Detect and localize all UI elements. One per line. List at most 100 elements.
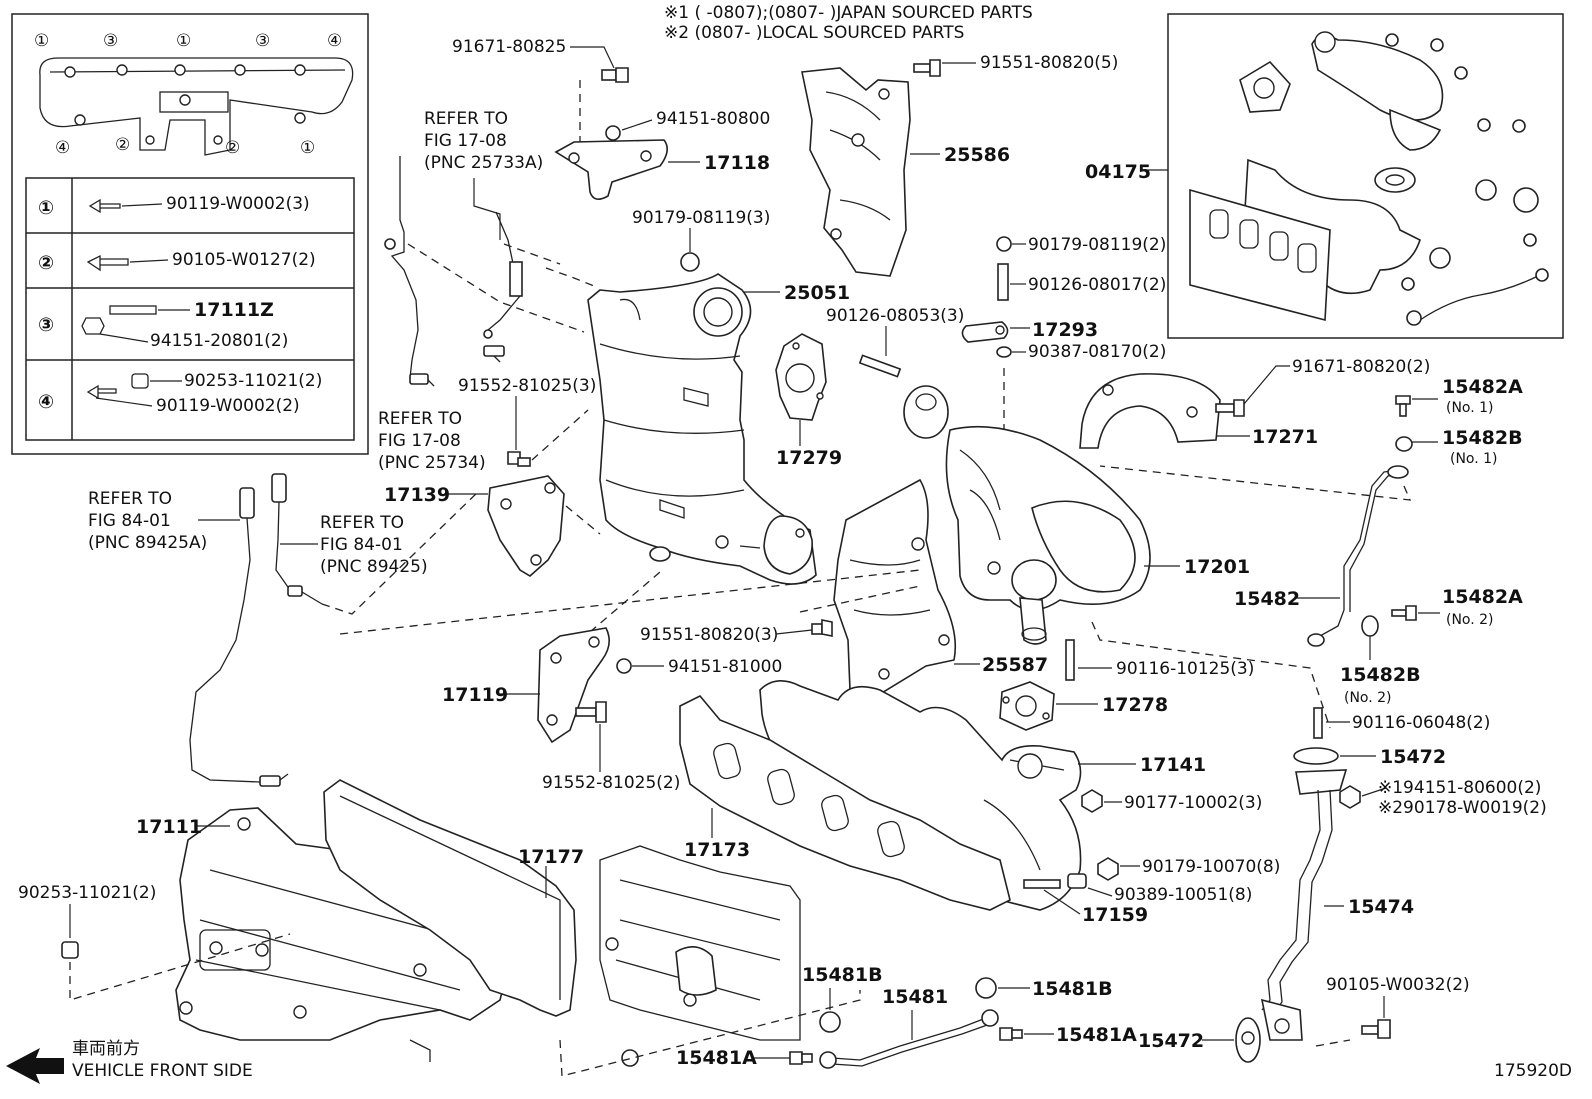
stud-90116-06048 bbox=[1313, 707, 1323, 739]
part-label-90177-10002-3: 90177-10002(3) bbox=[1124, 793, 1262, 813]
oxygen-sensor-25734 bbox=[384, 156, 435, 387]
bolt-90105-W0032 bbox=[1361, 1019, 1391, 1039]
part-label-94151-80800: 94151-80800 bbox=[656, 109, 770, 129]
legend-bottom-marker: ① bbox=[300, 138, 315, 158]
refer-89425-line3: (PNC 89425) bbox=[320, 557, 428, 577]
part-label-15482b: 15482B bbox=[1442, 427, 1523, 449]
part-label-91671-80820-2: 91671-80820(2) bbox=[1292, 357, 1430, 377]
part-label-94151-81000: 94151-81000 bbox=[668, 657, 782, 677]
legend-bottom-marker: ② bbox=[115, 135, 130, 155]
gasket-kit-inset bbox=[1167, 13, 1564, 339]
nut-94151-81000 bbox=[616, 658, 632, 674]
part-label-91671-80825: 91671-80825 bbox=[452, 37, 566, 57]
part-label-15482b-no2: (No. 2) bbox=[1344, 690, 1392, 706]
nut-90179-10070 bbox=[1097, 857, 1119, 881]
part-label-25051: 25051 bbox=[784, 282, 850, 304]
engine-head-sketch bbox=[599, 845, 801, 1067]
refer-25734-line2: FIG 17-08 bbox=[378, 431, 461, 451]
part-label-17177: 17177 bbox=[518, 846, 584, 868]
legend-top-marker: ① bbox=[176, 31, 191, 51]
oil-pipe-15481 bbox=[819, 1009, 999, 1069]
collar-90253-11021 bbox=[61, 941, 79, 959]
legend-part-number: 90105-W0127(2) bbox=[172, 250, 316, 270]
bolt-15482a-no1 bbox=[1395, 395, 1411, 417]
part-label-17173: 17173 bbox=[684, 839, 750, 861]
part-label-15472-2: 15472 bbox=[1138, 1030, 1204, 1052]
part-label-25587: 25587 bbox=[982, 654, 1048, 676]
part-label-90116-06048-2: 90116-06048(2) bbox=[1352, 713, 1490, 733]
part-label-17111: 17111 bbox=[136, 816, 202, 838]
part-label-17278: 17278 bbox=[1102, 694, 1168, 716]
part-label-15474: 15474 bbox=[1348, 896, 1414, 918]
exhaust-temp-sensor-89425a bbox=[189, 487, 289, 787]
bolt-91551-80820-3 bbox=[811, 619, 833, 637]
part-label-15482a: 15482A bbox=[1442, 376, 1523, 398]
legend-top-marker: ④ bbox=[327, 31, 342, 51]
part-label-17159: 17159 bbox=[1082, 904, 1148, 926]
legend-top-marker: ① bbox=[34, 31, 49, 51]
legend-top-marker: ③ bbox=[103, 31, 118, 51]
washer-90387-08170 bbox=[996, 346, 1012, 358]
vehicle-front-label-jp: 車両前方 bbox=[72, 1039, 140, 1059]
heat-insulator-17271 bbox=[1079, 373, 1221, 449]
part-label-15481B: 15481B bbox=[802, 964, 883, 986]
refer-89425a-line1: REFER TO bbox=[88, 489, 172, 509]
refer-89425a-line2: FIG 84-01 bbox=[88, 511, 171, 531]
refer-25733a-line1: REFER TO bbox=[424, 109, 508, 129]
converter-25051 bbox=[587, 273, 817, 585]
stud-90126-08017 bbox=[997, 263, 1009, 301]
intake-gasket-17177 bbox=[323, 779, 577, 1017]
collar-90389-10051 bbox=[1067, 873, 1087, 889]
legend-row-key: ④ bbox=[38, 391, 54, 413]
oxygen-sensor-25733a bbox=[483, 211, 523, 363]
refer-89425a-line3: (PNC 89425A) bbox=[88, 533, 207, 553]
part-label-17201: 17201 bbox=[1184, 556, 1250, 578]
bolt-legend-panel: ① ③ ① ③ ④ ④ ② ② ① ① 90119-W0002(3) ② 901… bbox=[11, 13, 369, 455]
part-label-90105-W0032-2: 90105-W0032(2) bbox=[1326, 975, 1470, 995]
gasket-15481b-left bbox=[819, 1011, 841, 1033]
stud-90126-08053 bbox=[858, 354, 902, 378]
bolt-15481a-right bbox=[999, 1027, 1023, 1041]
part-label-90389-10051-8: 90389-10051(8) bbox=[1114, 885, 1252, 905]
part-label-25586: 25586 bbox=[944, 144, 1010, 166]
bolt-91552-81025-2 bbox=[575, 701, 607, 723]
part-label-15482b-2: 15482B bbox=[1340, 664, 1421, 686]
refer-89425-line2: FIG 84-01 bbox=[320, 535, 403, 555]
bolt-91671-80820 bbox=[1215, 399, 1245, 417]
refer-25734-line3: (PNC 25734) bbox=[378, 453, 486, 473]
refer-89425-line1: REFER TO bbox=[320, 513, 404, 533]
part-label-91552-81025-3: 91552-81025(3) bbox=[458, 376, 596, 396]
gasket-15472-upper bbox=[1293, 747, 1339, 765]
heat-insulator-25586 bbox=[801, 67, 911, 277]
part-label-15482a-no2: (No. 2) bbox=[1446, 612, 1494, 628]
part-label-04175: 04175 bbox=[1085, 161, 1151, 183]
part-label-90126-08017-2: 90126-08017(2) bbox=[1028, 275, 1166, 295]
figure-id: 175920D bbox=[1494, 1061, 1572, 1081]
bracket-17118 bbox=[554, 139, 668, 200]
stud-17159 bbox=[1023, 879, 1061, 889]
legend-row-key: ② bbox=[38, 252, 54, 274]
bolt-91671-80825 bbox=[601, 67, 629, 83]
part-label-90179-10070-8: 90179-10070(8) bbox=[1142, 857, 1280, 877]
vehicle-front-label-en: VEHICLE FRONT SIDE bbox=[72, 1061, 253, 1081]
refer-25734-line1: REFER TO bbox=[378, 409, 462, 429]
part-label-94151-80600-2: ※194151-80600(2) bbox=[1378, 778, 1541, 798]
legend-bottom-marker: ② bbox=[225, 138, 240, 158]
part-label-17279: 17279 bbox=[776, 447, 842, 469]
part-label-17119: 17119 bbox=[442, 684, 508, 706]
note-japan-sourced: ※1 ( -0807);(0807- )JAPAN SOURCED PARTS bbox=[664, 3, 1033, 23]
part-label-17293: 17293 bbox=[1032, 319, 1098, 341]
nut-94151-80600 bbox=[1339, 785, 1361, 809]
part-label-15482a-2: 15482A bbox=[1442, 586, 1523, 608]
part-label-15481A: 15481A bbox=[1056, 1024, 1137, 1046]
part-label-90178-W0019-2: ※290178-W0019(2) bbox=[1378, 798, 1547, 818]
legend-part-number: 90253-11021(2) bbox=[184, 371, 322, 391]
nut-94151-80800 bbox=[605, 125, 621, 141]
bolt-91552-81025-3 bbox=[507, 451, 531, 467]
turbocharger-17201 bbox=[903, 385, 1151, 645]
part-label-90126-08053-3: 90126-08053(3) bbox=[826, 306, 964, 326]
part-label-15482: 15482 bbox=[1234, 588, 1300, 610]
nut-90179-08119 bbox=[680, 252, 700, 272]
bolt-15482a-no2 bbox=[1391, 605, 1417, 621]
part-label-91551-80820-5: 91551-80820(5) bbox=[980, 53, 1118, 73]
